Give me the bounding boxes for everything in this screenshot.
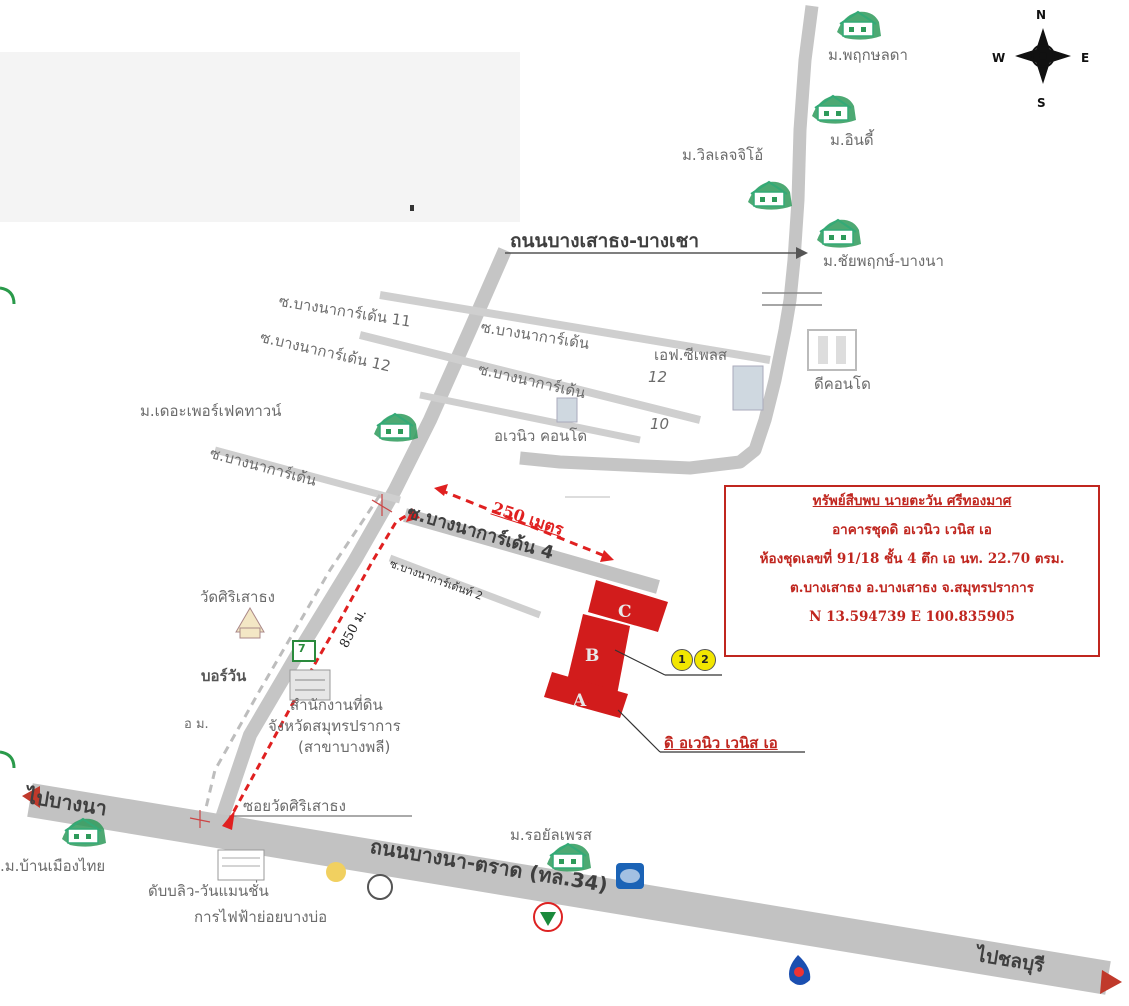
bangna-trad-highway bbox=[27, 783, 1111, 995]
compass-w: W bbox=[992, 51, 1006, 65]
label-soi-wat: ซอยวัดศิริเสาธง bbox=[243, 797, 346, 815]
leader-line-marker bbox=[614, 649, 666, 676]
label-perfect-town: ม.เดอะเพอร์เฟคทาวน์ bbox=[140, 402, 282, 420]
soi-2-road bbox=[388, 554, 542, 619]
house-icon bbox=[747, 180, 793, 211]
gas-station-flame bbox=[794, 967, 804, 977]
temple-icon bbox=[235, 607, 265, 639]
building-icon bbox=[289, 669, 331, 701]
label-bangsaothong-road: ถนนบางเสาธง-บางเชา bbox=[510, 230, 700, 252]
house-icon bbox=[811, 94, 857, 125]
route-250m bbox=[439, 488, 611, 560]
marker-2: 2 bbox=[694, 649, 716, 671]
intersection-mark bbox=[371, 494, 393, 516]
info-line-coordinates: N 13.594739 E 100.835905 bbox=[809, 609, 1015, 625]
label-ww-mansion: ดับบลิว-วันแมนชั่น bbox=[148, 882, 269, 900]
building-b bbox=[566, 614, 630, 700]
intersection-mark bbox=[189, 810, 211, 828]
label-pea: การไฟฟ้าย่อยบางบ่อ bbox=[194, 908, 328, 926]
building-c-label: C bbox=[618, 602, 632, 622]
label-land-office-2: จังหวัดสมุทรปราการ bbox=[268, 717, 401, 735]
edge-leaf bbox=[0, 750, 16, 769]
label-wat: วัดศิริเสาธง bbox=[200, 588, 275, 606]
soi-wat-road bbox=[203, 494, 382, 813]
label-seven: 7 bbox=[298, 642, 306, 655]
building-a bbox=[544, 672, 628, 718]
label-avenue-condo: อเวนิว คอนโด bbox=[494, 427, 588, 445]
right-road bbox=[519, 5, 819, 475]
label-om: อ ม. bbox=[184, 717, 209, 732]
bangsaothong-arrow-head-icon bbox=[796, 247, 808, 259]
label-soi-12-number: 12 bbox=[648, 368, 668, 386]
label-indy: ม.อินดี้ bbox=[830, 131, 874, 149]
label-royal-place: ม.รอยัลเพรส bbox=[510, 826, 592, 844]
house-icon bbox=[816, 218, 862, 249]
label-village-geo: ม.วิลเลจจิโอ้ bbox=[682, 146, 764, 164]
route-250-arrow-left-icon bbox=[434, 484, 448, 496]
building-a-label: A bbox=[573, 691, 587, 711]
soi-10-road bbox=[419, 391, 641, 444]
label-land-office-1: สำนักงานที่ดิน bbox=[290, 696, 383, 714]
scan-shading bbox=[0, 52, 520, 222]
info-line-unit: ห้องชุดเลขที่ 91/18 ชั้น 4 ตึก เอ นท. 22… bbox=[759, 551, 1065, 567]
label-boss-wan: บอร์วัน bbox=[201, 667, 247, 685]
kasikorn-leaf-icon bbox=[540, 912, 556, 926]
soi-12-road bbox=[359, 331, 701, 424]
label-land-office-3: (สาขาบางพลี) bbox=[298, 738, 391, 756]
compass-e: E bbox=[1081, 51, 1090, 65]
house-icon bbox=[373, 412, 419, 443]
compass-n: N bbox=[1036, 8, 1047, 22]
property-info-box: ทรัพย์สืบพบ นายตะวัน ศรีทองมาศ อาคารชุดด… bbox=[724, 485, 1100, 657]
logo-icon bbox=[326, 862, 346, 882]
soi-11-road bbox=[379, 291, 771, 364]
arrow-to-chonburi-icon bbox=[1100, 970, 1122, 994]
building-icon bbox=[217, 849, 265, 881]
building-c bbox=[588, 580, 668, 632]
seven-eleven-icon bbox=[292, 640, 316, 662]
arrow-to-bangna-icon bbox=[22, 786, 40, 808]
label-baan-muang-thai: .ม.บ้านเมืองไทย bbox=[0, 857, 106, 875]
leader-line-name bbox=[617, 709, 661, 753]
route-850m bbox=[226, 510, 413, 823]
building-b-label: B bbox=[585, 646, 600, 666]
label-soi-10-number: 10 bbox=[650, 415, 670, 433]
soi-unlabeled-road bbox=[214, 446, 401, 504]
label-d-condo: ดีคอนโด bbox=[814, 375, 871, 393]
pea-icon bbox=[367, 874, 393, 900]
edge-leaf bbox=[0, 286, 16, 305]
marker-1: 1 bbox=[671, 649, 693, 671]
building-icon bbox=[556, 397, 578, 423]
building-icon bbox=[732, 365, 764, 411]
route-start-arrow-icon bbox=[222, 810, 235, 830]
house-icon bbox=[836, 10, 882, 41]
scan-dot bbox=[410, 205, 414, 211]
compass-s: S bbox=[1037, 96, 1046, 110]
building-icon bbox=[807, 329, 857, 371]
route-250-arrow-right-icon bbox=[600, 550, 614, 562]
label-f-place: เอฟ.ซีเพลส bbox=[654, 346, 728, 364]
bank-logo-mark bbox=[620, 869, 640, 883]
label-chaiyapruk: ม.ชัยพฤกษ์-บางนา bbox=[823, 252, 944, 270]
info-line-address: ต.บางเสาธง อ.บางเสาธง จ.สมุทรปราการ bbox=[790, 580, 1034, 596]
info-line-owner: ทรัพย์สืบพบ นายตะวัน ศรีทองมาศ bbox=[812, 493, 1012, 509]
compass-icon bbox=[1015, 28, 1071, 84]
info-line-building: อาคารชุดดิ อเวนิว เวนิส เอ bbox=[832, 522, 992, 538]
route-turn-arrow-icon bbox=[406, 508, 420, 522]
label-pruksalada: ม.พฤกษลดา bbox=[828, 46, 908, 64]
label-property-name: ดิ อเวนิว เวนิส เอ bbox=[664, 734, 778, 752]
soi-4-road bbox=[403, 508, 660, 594]
